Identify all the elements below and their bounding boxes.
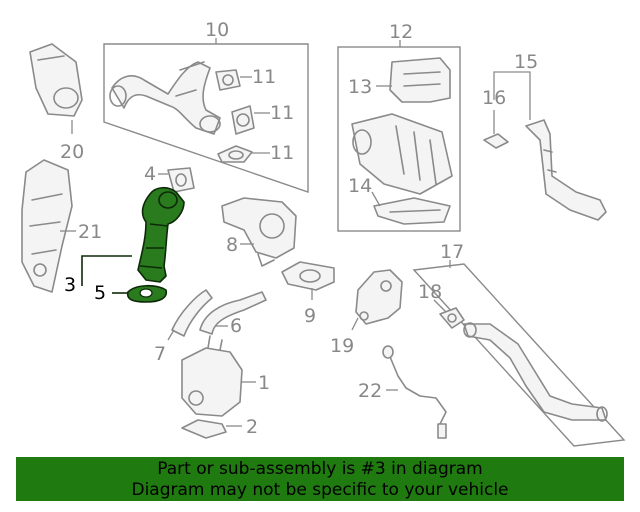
callout-4[interactable]: 4	[144, 163, 156, 185]
callout-9[interactable]: 9	[304, 305, 316, 327]
egr-pipe-part-10[interactable]	[109, 61, 221, 135]
converter-part-20[interactable]	[29, 43, 83, 117]
heat-shield-part-21[interactable]	[21, 159, 73, 293]
callout-22[interactable]: 22	[358, 380, 382, 402]
callout-21[interactable]: 21	[78, 221, 102, 243]
callout-13[interactable]: 13	[348, 76, 372, 98]
bracket-part-19[interactable]	[355, 269, 403, 325]
egr-pipe-part-3-highlighted[interactable]	[137, 186, 185, 283]
callout-11a[interactable]: 11	[252, 66, 276, 88]
gasket-part-11-a[interactable]	[215, 69, 241, 91]
callout-10[interactable]: 10	[205, 19, 229, 41]
hose-part-7[interactable]	[171, 289, 213, 337]
group-box-12	[337, 46, 461, 232]
callout-6[interactable]: 6	[230, 315, 242, 337]
callout-8[interactable]: 8	[226, 234, 238, 256]
callout-7[interactable]: 7	[154, 343, 166, 365]
hose-part-6[interactable]	[199, 291, 267, 335]
gasket-part-5-highlighted[interactable]	[126, 284, 168, 303]
callout-11c[interactable]: 11	[270, 142, 294, 164]
banner-line-1: Part or sub-assembly is #3 in diagram	[157, 459, 483, 479]
gasket-part-18[interactable]	[439, 307, 465, 329]
callout-1[interactable]: 1	[258, 372, 270, 394]
callout-18[interactable]: 18	[418, 281, 442, 303]
leader-3	[81, 255, 132, 286]
housing-part-1[interactable]	[181, 335, 243, 417]
gasket-part-11-c[interactable]	[217, 145, 253, 163]
gasket-part-14[interactable]	[373, 197, 451, 225]
gasket-part-16[interactable]	[483, 133, 509, 149]
callout-2[interactable]: 2	[246, 416, 258, 438]
group-box-17	[412, 263, 626, 447]
callout-3[interactable]: 3	[64, 274, 76, 296]
gasket-part-9[interactable]	[281, 261, 335, 291]
callout-16[interactable]: 16	[482, 87, 506, 109]
callout-15[interactable]: 15	[514, 51, 538, 73]
group-box-10	[103, 43, 309, 193]
egr-tube-part-15[interactable]	[525, 119, 607, 221]
egr-cooler[interactable]	[351, 113, 453, 195]
callout-14[interactable]: 14	[348, 175, 372, 197]
callout-11b[interactable]: 11	[270, 102, 294, 124]
callout-17[interactable]: 17	[440, 241, 464, 263]
gasket-part-2[interactable]	[181, 419, 227, 439]
info-banner: Part or sub-assembly is #3 in diagram Di…	[16, 457, 624, 501]
bracket-part-13[interactable]	[389, 57, 451, 103]
banner-line-2: Diagram may not be specific to your vehi…	[131, 480, 509, 500]
callout-20[interactable]: 20	[60, 141, 84, 163]
callout-5[interactable]: 5	[94, 282, 106, 304]
egr-tube-part-17[interactable]	[463, 322, 608, 422]
gasket-part-11-b[interactable]	[231, 105, 255, 135]
callout-19[interactable]: 19	[330, 335, 354, 357]
parts-diagram: 10 11 11 11 12 13	[21, 19, 626, 447]
sensor-part-22[interactable]	[382, 345, 447, 439]
callout-12[interactable]: 12	[389, 21, 413, 43]
gasket-part-4[interactable]	[167, 167, 195, 193]
egr-valve-part-8[interactable]	[221, 197, 297, 267]
